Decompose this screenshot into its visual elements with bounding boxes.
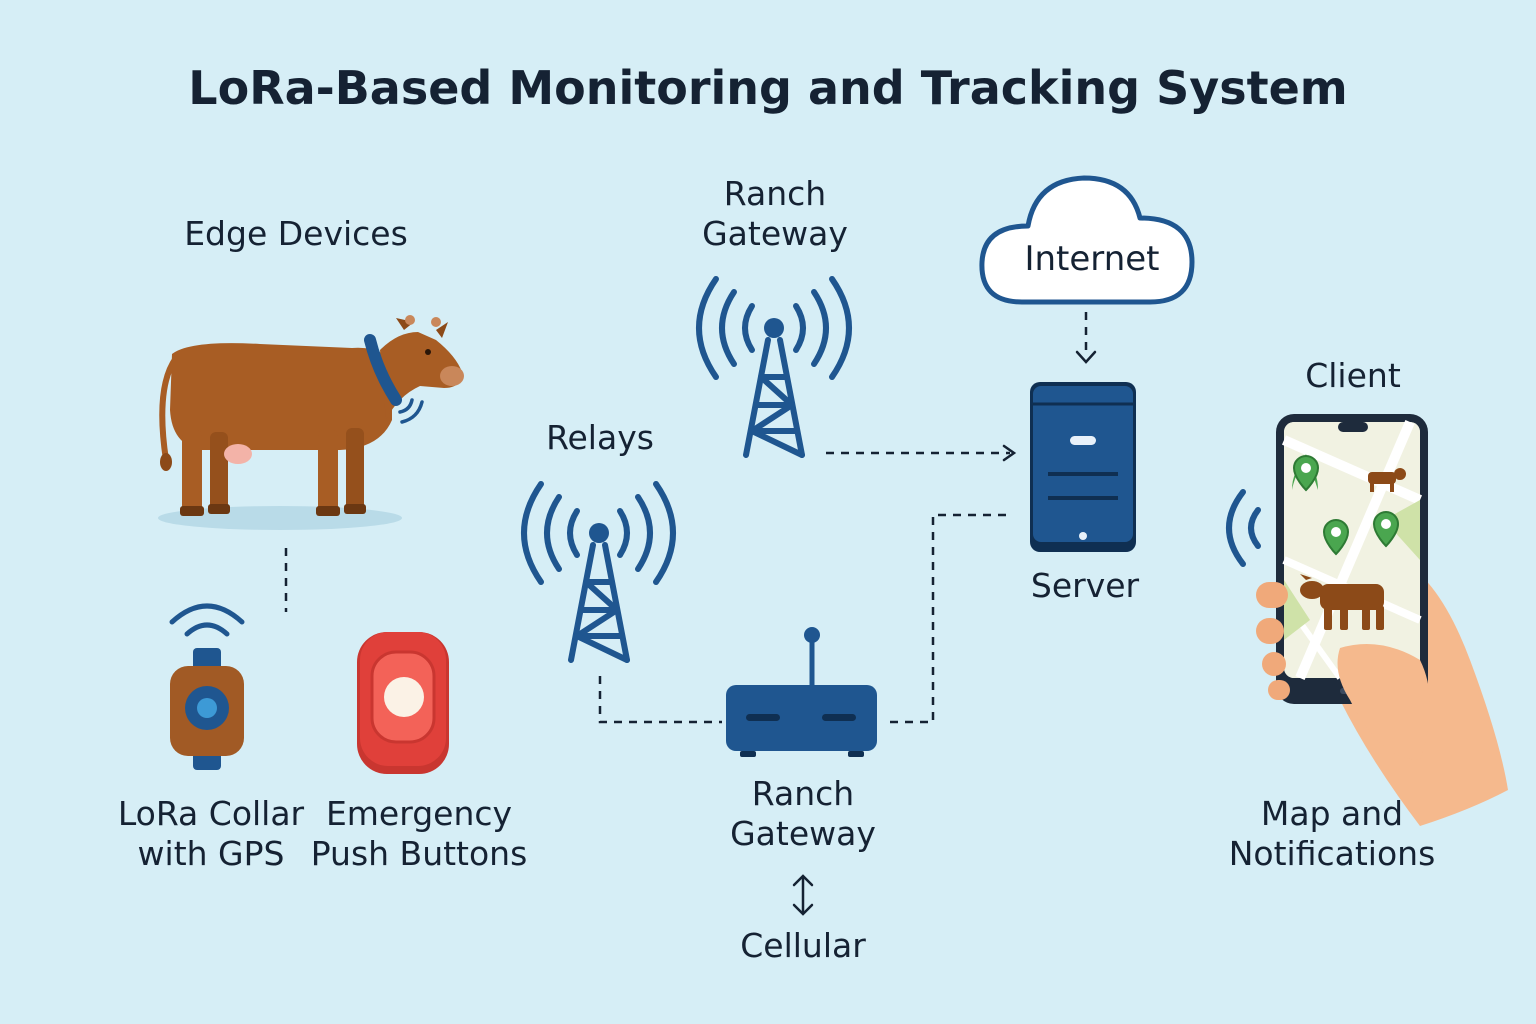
wireless-signal-icon	[398, 398, 424, 424]
router-icon	[726, 627, 877, 757]
connector-router-to-server	[890, 513, 1010, 724]
cellular-arrow-down	[792, 903, 814, 916]
collar-icon	[169, 603, 245, 770]
server-icon	[1030, 382, 1136, 552]
page-title: LoRa-Based Monitoring and Tracking Syste…	[188, 61, 1348, 115]
client-label-line-2: Notifications	[1228, 834, 1436, 873]
arrowhead-to-server	[1002, 444, 1017, 462]
collar-label-line-1: LoRa Collar	[117, 794, 305, 833]
top-gateway-label: Ranch Gateway	[675, 174, 875, 254]
bottom-gateway-label: Ranch Gateway	[703, 774, 903, 854]
cow-icon	[1300, 574, 1384, 630]
client-heading: Client	[1305, 356, 1401, 395]
top-gateway-label-line-2: Gateway	[702, 214, 848, 253]
wireless-signal-icon	[521, 481, 676, 585]
connector-lines	[284, 312, 1088, 724]
gateway-tower-icon	[696, 276, 852, 458]
collar-label: LoRa Collar with GPS	[106, 794, 316, 874]
wireless-signal-icon	[696, 276, 852, 380]
emergency-button-label-line-2: Push Buttons	[310, 834, 528, 873]
emergency-button-label-line-1: Emergency	[325, 794, 513, 833]
internet-label: Internet	[1024, 239, 1160, 279]
collar-label-line-2: with GPS	[137, 834, 285, 873]
cloud-icon	[979, 175, 1195, 305]
client-label-line-1: Map and	[1260, 794, 1404, 833]
smartphone-icon	[1276, 414, 1428, 704]
client-label: Map and Notifications	[1212, 794, 1452, 874]
emergency-button-label: Emergency Push Buttons	[304, 794, 534, 874]
top-gateway-label-line-1: Ranch	[723, 174, 827, 213]
arrowhead-internet-down	[1075, 350, 1097, 364]
cellular-arrow-up	[792, 874, 814, 887]
connector-arrowheads	[792, 350, 1097, 916]
cow-icon	[1368, 468, 1406, 492]
edge-devices-heading: Edge Devices	[184, 214, 408, 253]
emergency-button-icon	[357, 632, 449, 774]
hand-fingers	[1256, 582, 1290, 700]
relay-tower-icon	[521, 481, 676, 663]
wireless-signal-icon	[169, 603, 245, 637]
cellular-label: Cellular	[740, 926, 866, 965]
wireless-signal-icon	[1226, 489, 1261, 567]
bottom-gateway-label-line-1: Ranch	[751, 774, 855, 813]
connector-relay-to-router	[598, 676, 722, 724]
cow-icon	[158, 315, 464, 530]
client-phone-group	[1226, 414, 1508, 826]
relays-heading: Relays	[546, 418, 654, 457]
bottom-gateway-label-line-2: Gateway	[730, 814, 876, 853]
server-label: Server	[1030, 566, 1140, 605]
hand-thumb	[1337, 644, 1430, 760]
